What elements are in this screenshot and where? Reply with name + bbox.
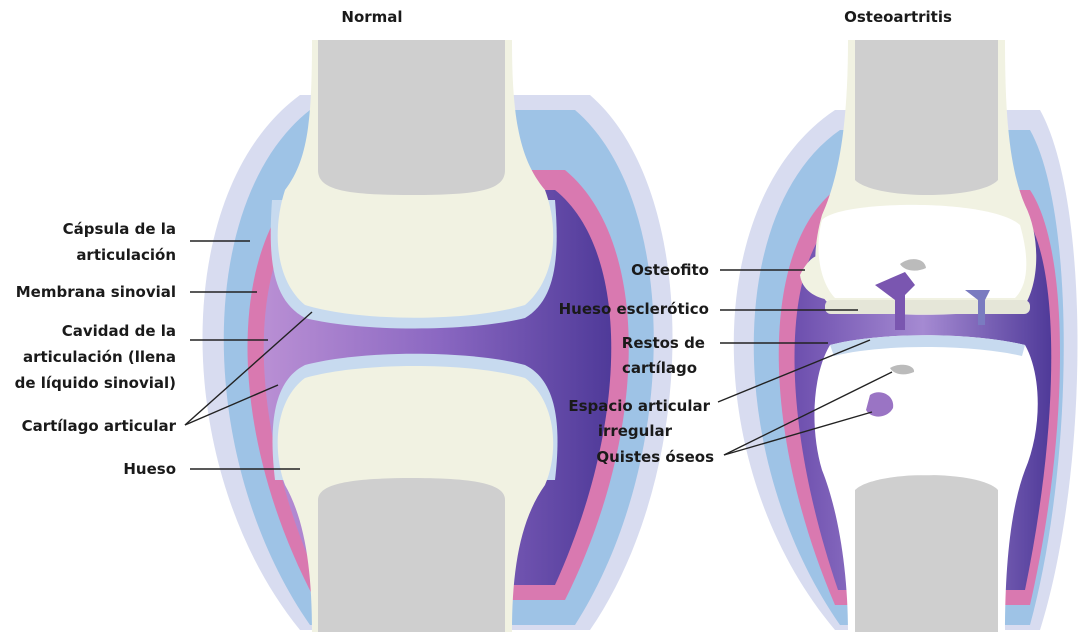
upper-marrow: [318, 40, 505, 195]
oa-lower-marrow: [855, 475, 998, 632]
title-osteoartritis: Osteoartritis: [844, 8, 952, 26]
label-capsula-line1: Cápsula de la: [63, 220, 176, 238]
sclerotic-bone: [825, 300, 1030, 314]
label-osteofito: Osteofito: [631, 261, 709, 279]
label-cavidad-line1: Cavidad de la: [62, 322, 176, 340]
label-restos-line1: Restos de: [622, 334, 705, 352]
oa-upper-marrow: [855, 40, 998, 195]
label-restos-line2: cartílago: [622, 359, 697, 377]
label-cavidad-line2: articulación (llena: [23, 348, 176, 366]
label-hueso-esclerotico: Hueso esclerótico: [559, 300, 709, 318]
oa-lower-inner: [826, 356, 1026, 475]
label-espacio-line1: Espacio articular: [568, 397, 710, 415]
label-membrana: Membrana sinovial: [16, 283, 176, 301]
label-hueso: Hueso: [123, 460, 176, 478]
title-normal: Normal: [341, 8, 402, 26]
label-capsula-line2: articulación: [76, 246, 176, 264]
label-cavidad-line3: de líquido sinovial): [15, 374, 176, 392]
lower-marrow: [318, 478, 505, 632]
label-quistes: Quistes óseos: [596, 448, 714, 466]
label-cartilago: Cartílago articular: [22, 417, 177, 435]
label-espacio-line2: irregular: [598, 422, 673, 440]
oa-joint: [734, 0, 1078, 632]
oa-upper-inner: [818, 205, 1026, 298]
